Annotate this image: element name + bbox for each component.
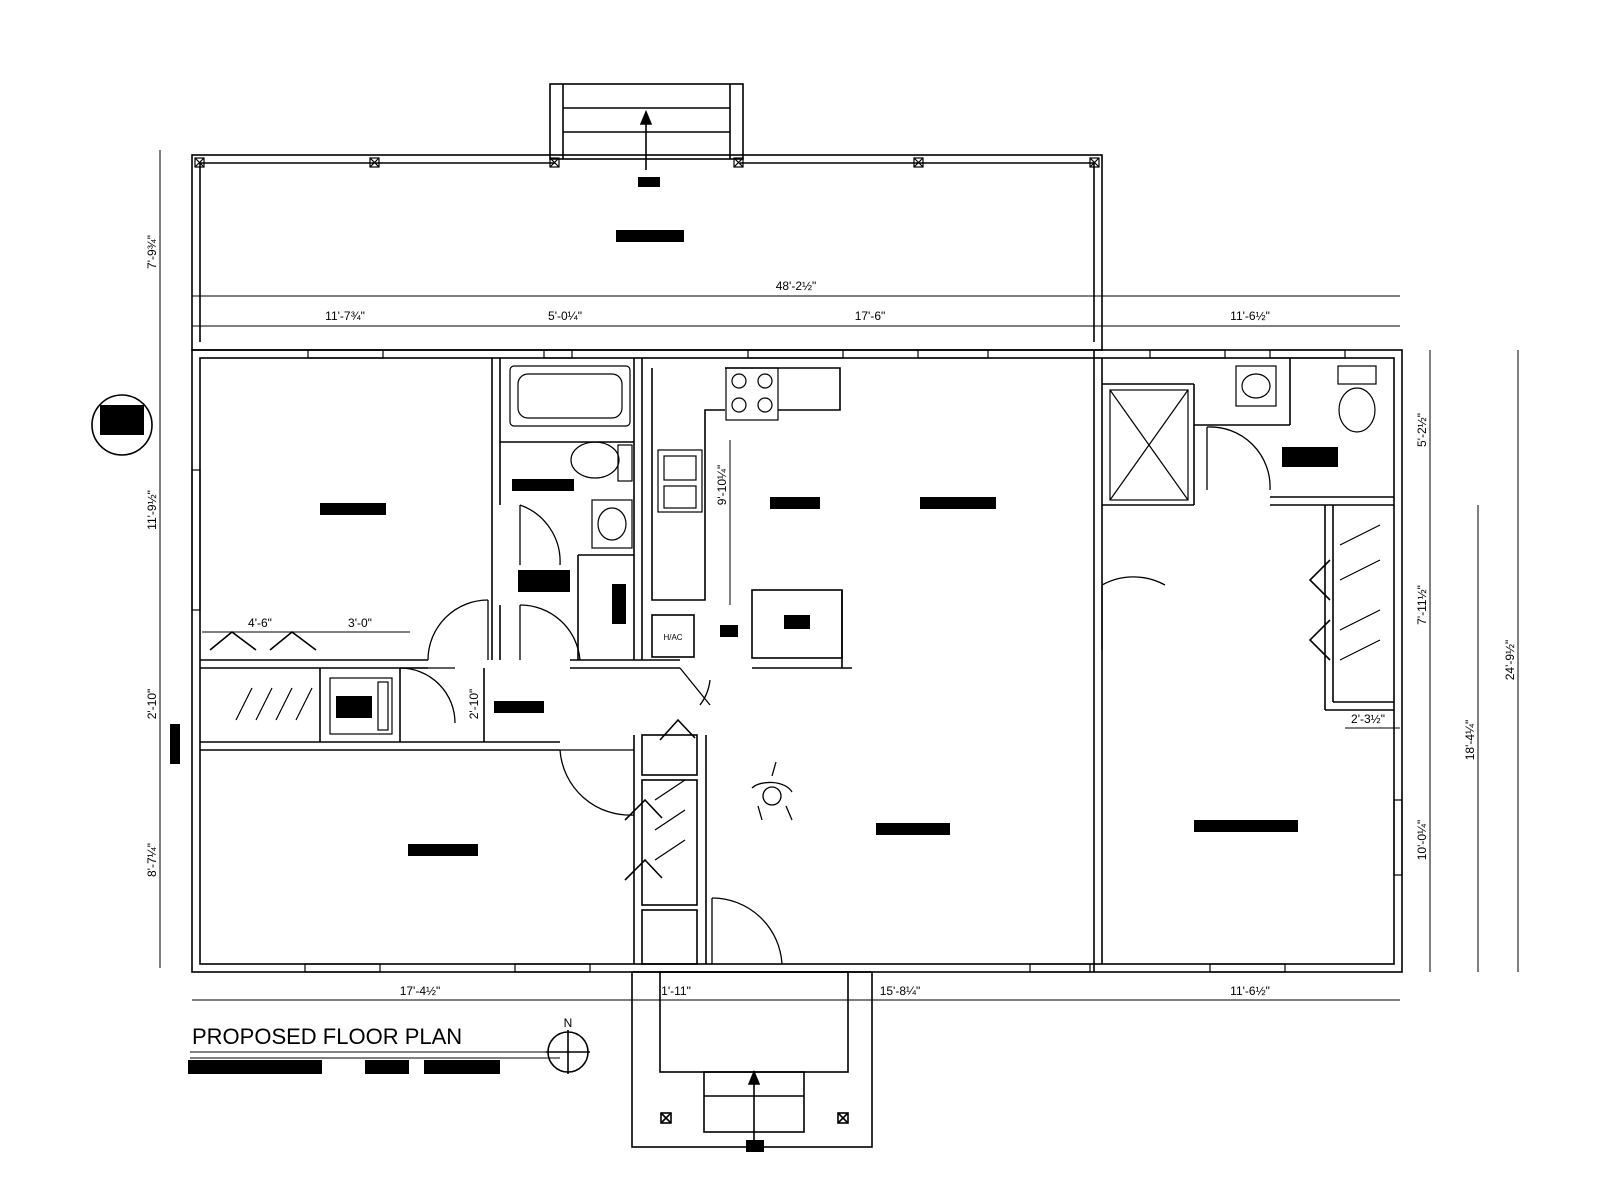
dim-bottom-seg-2: 1'-11": [661, 984, 691, 998]
hvac-label: H/AC: [663, 633, 682, 642]
dim-porch-depth: 7'-9¾": [145, 235, 159, 269]
interior-walls: [200, 358, 1394, 965]
dim-hall-width: 2'-10": [467, 689, 481, 720]
dim-right-seg-3: 10'-0¼": [1415, 820, 1429, 861]
dim-right-closet: 2'-3½": [1351, 712, 1385, 726]
dim-top-seg-2: 5'-0¼": [548, 309, 582, 323]
dim-right-seg-1: 5'-2½": [1415, 413, 1429, 447]
dim-top-seg-3: 17'-6": [855, 309, 886, 323]
dim-right-total-1: 18'-4¼": [1463, 720, 1477, 761]
dimension-labels: 7'-9¾" 48'-2½" 11'-7¾" 5'-0¼" 17'-6" 11'…: [145, 235, 1517, 998]
redaction-bars: [100, 177, 1338, 1152]
person-figure: [751, 761, 793, 821]
north-arrow: [546, 1030, 590, 1074]
windows: [191, 349, 1403, 973]
dim-right-total-2: 24'-9½": [1503, 640, 1517, 681]
dim-top-seg-1: 11'-7¾": [325, 309, 365, 323]
dim-left-seg-1: 11'-9½": [145, 490, 159, 530]
dim-overall-width: 48'-2½": [776, 279, 817, 293]
fixtures: [329, 365, 1377, 735]
dimension-lines: [159, 150, 1519, 1059]
dim-left-seg-3: 8'-7¼": [145, 843, 159, 877]
dim-bottom-seg-3: 15'-8¼": [880, 984, 921, 998]
dim-top-seg-4: 11'-6½": [1230, 309, 1270, 323]
section-marker: [91, 394, 153, 456]
closet-hatching: [235, 524, 1381, 861]
door-swings: [399, 426, 1271, 965]
dim-closet-width: 4'-6": [248, 616, 272, 630]
dim-bottom-seg-4: 11'-6½": [1230, 984, 1270, 998]
rear-stoop: [631, 971, 873, 1150]
dim-right-seg-2: 7'-11½": [1415, 585, 1429, 625]
dim-laundry-width: 3'-0": [348, 616, 372, 630]
dim-kitchen-depth: 9'-10¼": [715, 465, 729, 506]
dim-left-seg-2: 2'-10": [145, 689, 159, 720]
exterior-walls: [191, 349, 1403, 973]
north-label: N: [564, 1016, 573, 1030]
plan-title: PROPOSED FLOOR PLAN: [192, 1024, 462, 1049]
dim-bottom-seg-1: 17'-4½": [400, 984, 441, 998]
front-steps: [549, 83, 744, 170]
